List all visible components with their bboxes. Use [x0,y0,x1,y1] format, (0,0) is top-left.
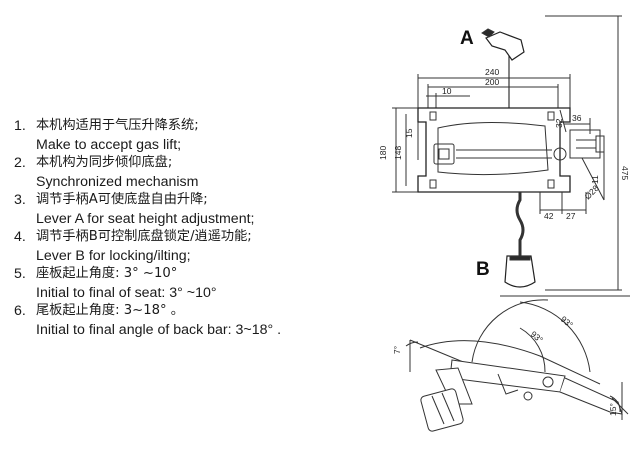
pivot [523,391,533,401]
cylinder-rib [431,395,445,425]
spec-item-4: 4. 调节手柄B可控制底盘锁定/逍遥功能; Lever B for lockin… [14,228,354,265]
mounting-hole [429,179,437,189]
pivot [542,376,554,388]
spec-item-6: 6. 尾板起止角度: 3~18° 。 Initial to final angl… [14,302,354,339]
spec-item-5: 5. 座板起止角度: 3° ~10° Initial to final of s… [14,265,354,302]
dimension-line-32 [559,109,567,133]
dim-27: 27 [566,211,576,221]
angle-arc-15 [609,395,621,413]
lever-b-rod [515,192,525,256]
spec-item-2: 2. 本机构为同步倾仰底盘; Synchronized mechanism [14,154,354,191]
spec-number: 4. [14,229,26,245]
angle-arc-93-left [471,299,549,363]
spec-english-text: Lever B for locking/ilting; [36,247,191,264]
dim-475: 475 [620,166,630,180]
spec-number: 1. [14,118,26,134]
leader-line [581,157,605,201]
angle-93-left: 93° [529,329,545,345]
mounting-hole [429,111,437,121]
dim-36: 36 [572,113,582,123]
lever-a-knob [481,28,495,38]
specification-list: 1. 本机构适用于气压升降系统; Make to accept gas lift… [14,117,354,339]
angle-arc-7 [405,341,419,347]
dim-11: 11 [590,175,600,184]
spec-english-text: Initial to final of seat: 3° ~10° [36,284,217,301]
dim-15: 15 [404,128,414,138]
angle-7: 7° [392,346,402,354]
spec-chinese-text: 尾板起止角度: 3~18° 。 [36,303,184,318]
spec-chinese-text: 调节手柄B可控制底盘锁定/逍遥功能; [36,229,252,244]
gas-lift-cylinder [420,388,464,432]
socket-inner [438,148,450,160]
gas-lift-socket [433,143,455,165]
dim-32: 32 [554,118,564,128]
spec-number: 2. [14,155,26,171]
angle-93-right: 93° [559,314,575,330]
spec-number: 6. [14,303,26,319]
spec-item-3: 3. 调节手柄A可使底盘自由升降; Lever A for seat heigh… [14,191,354,228]
lever-b-collar [509,255,531,261]
spec-chinese-text: 座板起止角度: 3° ~10° [36,266,178,281]
spec-english-text: Initial to final angle of back bar: 3~18… [36,321,282,338]
angle-arc-93-inner [519,327,546,373]
spec-item-1: 1. 本机构适用于气压升降系统; Make to accept gas lift… [14,117,354,154]
spec-number: 5. [14,266,26,282]
angle-15: 15° [608,403,618,416]
spec-chinese-text: 本机构为同步倾仰底盘; [36,155,173,170]
back-bar-line [611,397,629,415]
mounting-hole [547,111,555,121]
spec-chinese-text: 调节手柄A可使底盘自由升降; [36,192,208,207]
lever-b-label: B [476,259,490,280]
dim-180: 180 [378,146,388,160]
side-bracket [569,129,601,159]
plate-housing [437,121,549,176]
dim-148: 148 [393,146,403,160]
spec-english-text: Lever A for seat height adjustment; [36,210,255,227]
mounting-hole [547,179,555,189]
dim-10: 10 [442,86,452,96]
seat-plate-profile [419,340,601,385]
spec-english-text: Synchronized mechanism [36,173,199,190]
dim-200: 200 [485,77,499,87]
spec-chinese-text: 本机构适用于气压升降系统; [36,118,199,133]
tilt-tube [595,135,605,153]
spec-number: 3. [14,192,26,208]
dim-42: 42 [544,211,554,221]
side-lever [497,373,519,395]
tension-knob [553,147,567,161]
angle-arc-93-right [519,301,591,373]
spec-english-text: Make to accept gas lift; [36,136,182,153]
cylinder-rib [441,392,455,422]
lever-a-handle [485,31,525,61]
lever-b-handle [504,255,536,288]
dim-diameter-28: Ø28 [582,183,601,202]
dim-240: 240 [485,67,499,77]
lever-a-label: A [460,28,474,49]
